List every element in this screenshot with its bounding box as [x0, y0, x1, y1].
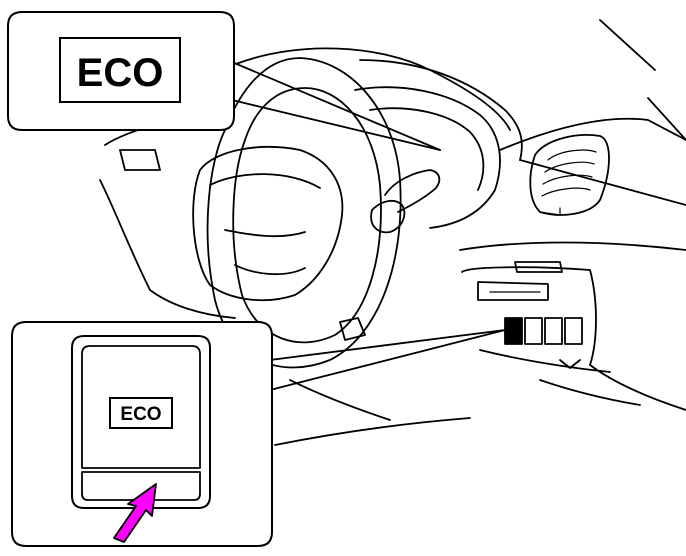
dashboard-illustration	[99, 19, 686, 446]
steering-wheel-icon	[206, 57, 402, 369]
callout-bottom: ECO	[11, 321, 273, 547]
eco-indicator-label: ECO	[77, 51, 164, 95]
eco-switch-label: ECO	[120, 404, 161, 425]
press-arrow-icon	[113, 483, 157, 543]
eco-switch-location	[504, 317, 523, 345]
eco-switch-label-box	[109, 397, 173, 429]
eco-indicator-box	[59, 37, 181, 103]
callout-top: ECO	[7, 11, 235, 131]
